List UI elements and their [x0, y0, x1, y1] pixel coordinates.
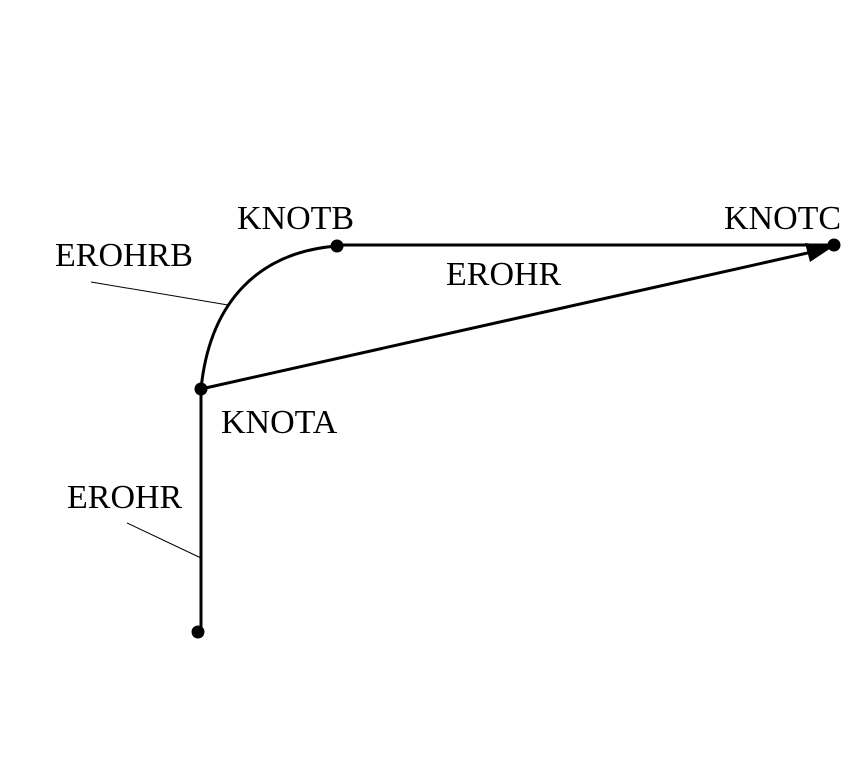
bend-element-label: EROHRB: [55, 237, 193, 274]
knota-label: KNOTA: [221, 404, 338, 441]
start-node-point: [191, 625, 205, 639]
vertical-element-label: EROHR: [67, 479, 183, 516]
knotb-node-point: [330, 239, 344, 253]
knota-node-point: [194, 382, 208, 396]
vertical-leader-line: [126, 522, 202, 559]
bend-leader-line: [90, 281, 229, 306]
straight-element-label: EROHR: [446, 256, 562, 293]
knotb-label: KNOTB: [237, 200, 354, 237]
pipe-bend: [199, 244, 338, 390]
arrowhead-icon: [805, 243, 834, 262]
diagonal-vector: [200, 250, 813, 391]
knotc-node-point: [827, 238, 841, 252]
knotc-label: KNOTC: [724, 200, 841, 237]
